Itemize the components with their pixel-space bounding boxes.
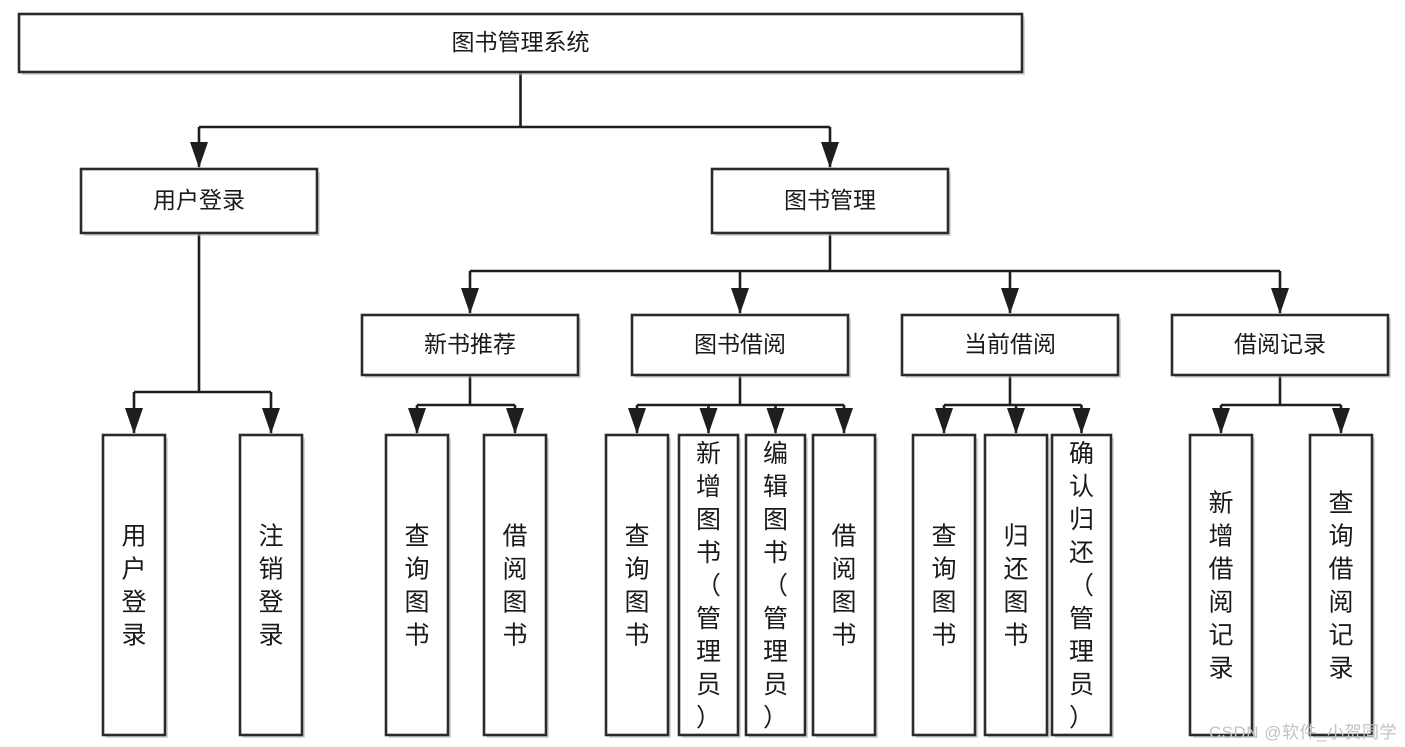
node-label: 用户登录 <box>121 523 146 650</box>
node-图书借阅-l3[interactable]: 图书借阅 <box>630 313 851 378</box>
node-label: 用户登录 <box>153 187 245 213</box>
arrow-借阅记录-to-查询借阅记录 <box>1332 408 1350 434</box>
node-新书推荐-l3[interactable]: 新书推荐 <box>360 313 581 378</box>
node-rect[interactable] <box>384 433 450 737</box>
nodes-layer: 图书管理系统用户登录图书管理新书推荐图书借阅当前借阅借阅记录用户登录注销登录查询… <box>17 12 1391 738</box>
csdn-watermark: CSDN @软件_小贺同学 <box>1208 723 1397 742</box>
node-label: 当前借阅 <box>964 331 1056 357</box>
node-label: 查询图书 <box>931 523 956 650</box>
leaf-当前借阅-查询图书[interactable]: 查询图书 <box>911 433 978 738</box>
node-label: 查询借阅记录 <box>1328 490 1353 683</box>
node-label: 图书借阅 <box>694 331 786 357</box>
leaf-借阅记录-新增借阅记录[interactable]: 新增借阅记录 <box>1188 433 1255 738</box>
leaf-新书推荐-查询图书[interactable]: 查询图书 <box>384 433 451 738</box>
node-rect[interactable] <box>101 433 167 737</box>
node-label: 图书管理系统 <box>452 29 590 55</box>
node-rect[interactable] <box>238 433 304 737</box>
leaf-图书借阅-编辑图书管理员[interactable]: 编辑图书（管理员） <box>744 433 808 738</box>
node-label: 编辑图书（管理员） <box>763 440 788 732</box>
arrow-借阅记录-to-新增借阅记录 <box>1212 408 1230 434</box>
arrow-root-to-图书管理 <box>821 142 839 168</box>
arrow-mgmt-to-当前借阅 <box>1001 288 1019 314</box>
node-label: 归还图书 <box>1003 523 1028 650</box>
leaf-当前借阅-归还图书[interactable]: 归还图书 <box>983 433 1050 738</box>
node-rect[interactable] <box>983 433 1049 737</box>
node-用户登录-l2[interactable]: 用户登录 <box>79 167 320 236</box>
arrow-用户登录-to-注销登录 <box>262 408 280 434</box>
node-rect[interactable] <box>1050 433 1113 737</box>
node-label: 图书管理 <box>784 187 876 213</box>
node-rect[interactable] <box>911 433 977 737</box>
node-图书管理系统[interactable]: 图书管理系统 <box>17 12 1025 75</box>
node-label: 借阅图书 <box>831 523 856 650</box>
node-rect[interactable] <box>677 433 740 737</box>
arrow-当前借阅-to-查询图书 <box>935 408 953 434</box>
node-label: 注销登录 <box>258 523 283 650</box>
leaf-图书借阅-查询图书[interactable]: 查询图书 <box>604 433 671 738</box>
node-rect[interactable] <box>1188 433 1254 737</box>
leaf-图书借阅-新增图书管理员[interactable]: 新增图书（管理员） <box>677 433 741 738</box>
leaf-用户登录-注销登录[interactable]: 注销登录 <box>238 433 305 738</box>
node-借阅记录-l3[interactable]: 借阅记录 <box>1170 313 1391 378</box>
node-rect[interactable] <box>604 433 670 737</box>
node-rect[interactable] <box>482 433 548 737</box>
node-label: 确认归还（管理员） <box>1069 440 1094 732</box>
node-rect[interactable] <box>744 433 807 737</box>
node-rect[interactable] <box>710 167 950 235</box>
node-rect[interactable] <box>17 12 1024 74</box>
node-rect[interactable] <box>811 433 877 737</box>
arrow-图书借阅-to-借阅图书 <box>835 408 853 434</box>
leaf-用户登录-用户登录[interactable]: 用户登录 <box>101 433 168 738</box>
arrow-当前借阅-to-归还图书 <box>1007 408 1025 434</box>
node-label: 新增借阅记录 <box>1208 490 1233 683</box>
leaf-当前借阅-确认归还管理员[interactable]: 确认归还（管理员） <box>1050 433 1114 738</box>
arrow-新书推荐-to-查询图书 <box>408 408 426 434</box>
node-label: 借阅记录 <box>1234 331 1326 357</box>
edges-layer <box>125 72 1350 434</box>
node-rect[interactable] <box>630 313 850 377</box>
node-label: 新增图书（管理员） <box>696 440 721 732</box>
node-当前借阅-l3[interactable]: 当前借阅 <box>900 313 1121 378</box>
arrow-图书借阅-to-查询图书 <box>628 408 646 434</box>
arrow-当前借阅-to-确认归还管理员 <box>1072 408 1091 434</box>
arrow-root-to-用户登录 <box>190 142 208 168</box>
node-rect[interactable] <box>360 313 580 377</box>
node-rect[interactable] <box>1170 313 1390 377</box>
node-label: 查询图书 <box>624 523 649 650</box>
arrow-mgmt-to-借阅记录 <box>1271 288 1289 314</box>
node-label: 查询图书 <box>404 523 429 650</box>
arrow-mgmt-to-新书推荐 <box>461 288 479 314</box>
node-图书管理-l2[interactable]: 图书管理 <box>710 167 951 236</box>
arrow-图书借阅-to-新增图书管理员 <box>699 408 718 434</box>
node-rect[interactable] <box>900 313 1120 377</box>
leaf-新书推荐-借阅图书[interactable]: 借阅图书 <box>482 433 549 738</box>
arrow-用户登录-to-用户登录 <box>125 408 143 434</box>
arrow-图书借阅-to-编辑图书管理员 <box>766 408 785 434</box>
node-label: 借阅图书 <box>502 523 527 650</box>
arrow-新书推荐-to-借阅图书 <box>506 408 524 434</box>
node-label: 新书推荐 <box>424 331 516 357</box>
arrow-mgmt-to-图书借阅 <box>731 288 749 314</box>
node-rect[interactable] <box>79 167 319 235</box>
leaf-图书借阅-借阅图书[interactable]: 借阅图书 <box>811 433 878 738</box>
node-rect[interactable] <box>1308 433 1374 737</box>
leaf-借阅记录-查询借阅记录[interactable]: 查询借阅记录 <box>1308 433 1375 738</box>
